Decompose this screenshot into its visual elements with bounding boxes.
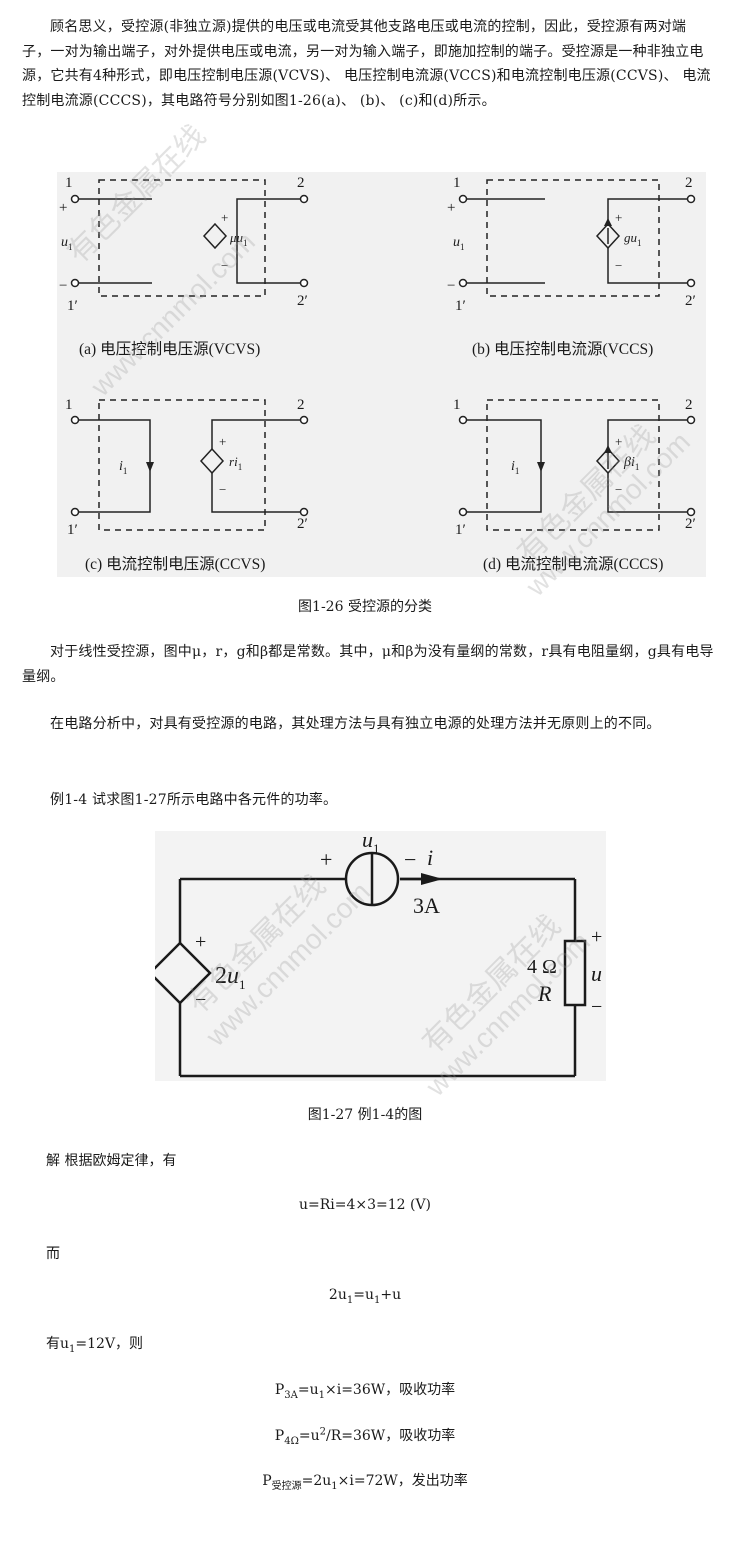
svg-text:−: − — [59, 278, 67, 294]
svg-text:−: − — [447, 278, 455, 294]
equation-power-3a: P3A=u1×i=36W，吸收功率 — [274, 1382, 456, 1401]
dependent-voltage-source-icon — [148, 941, 212, 1005]
svg-text:1: 1 — [65, 175, 73, 191]
solution-intro: 解 根据欧姆定律，有 — [46, 1153, 177, 1169]
svg-text:ri1: ri1 — [229, 454, 242, 472]
svg-text:3A: 3A — [413, 893, 440, 918]
paragraph-constants: 对于线性受控源，图中μ，r，g和β都是常数。其中，μ和β为没有量纲的常数，r具有… — [22, 644, 714, 685]
svg-text:−: − — [591, 996, 602, 1018]
svg-text:1: 1 — [453, 175, 461, 191]
svg-text:2′: 2′ — [297, 293, 308, 309]
figure-1-27-caption: 图1-27 例1-4的图 — [307, 1107, 423, 1123]
svg-text:1′: 1′ — [67, 522, 78, 538]
figure-1-27-svg: u1 + − i 3A + − 2u1 4 Ω R + u − — [148, 827, 602, 1078]
svg-text:2: 2 — [297, 175, 305, 191]
current-arrow-icon — [421, 873, 443, 885]
svg-text:gu1: gu1 — [624, 230, 642, 248]
svg-text:−: − — [219, 482, 226, 497]
svg-text:+: + — [591, 926, 602, 948]
resistor-icon — [563, 939, 587, 1007]
dependent-voltage-source-icon — [199, 447, 225, 475]
figure-1-26-caption: 图1-26 受控源的分类 — [298, 599, 432, 615]
svg-text:u1: u1 — [61, 235, 73, 252]
svg-text:2′: 2′ — [685, 293, 696, 309]
cccs-diagram — [458, 399, 696, 531]
svg-text:i: i — [427, 845, 433, 870]
vccs-caption: (b) 电压控制电流源(VCCS) — [472, 340, 653, 358]
svg-text:2: 2 — [685, 397, 693, 413]
svg-text:1: 1 — [65, 397, 73, 413]
svg-text:u1: u1 — [362, 831, 380, 856]
ccvs-caption: (c) 电流控制电压源(CCVS) — [85, 555, 265, 573]
svg-text:1′: 1′ — [455, 522, 466, 538]
paragraph-method: 在电路分析中，对具有受控源的电路，其处理方法与具有独立电源的处理方法并无原则上的… — [50, 716, 661, 732]
svg-text:i1: i1 — [119, 459, 127, 476]
svg-text:+: + — [219, 434, 226, 449]
svg-text:2′: 2′ — [685, 516, 696, 532]
figure-1-26-svg: 1 + − 1′ u1 2 2′ + − μu1 (a) 电压控制电压源(VCV… — [59, 175, 696, 573]
solution-and: 而 — [46, 1246, 60, 1262]
svg-text:−: − — [615, 258, 622, 273]
svg-text:2: 2 — [297, 397, 305, 413]
svg-text:1′: 1′ — [455, 298, 466, 314]
svg-text:u: u — [591, 961, 602, 986]
svg-text:1′: 1′ — [67, 298, 78, 314]
equation-ohm: u=Ri=4×3=12 (V) — [298, 1197, 432, 1213]
dependent-voltage-source-icon — [202, 222, 228, 250]
svg-text:+: + — [59, 200, 67, 216]
figure-1-26: 1 + − 1′ u1 2 2′ + − μu1 (a) 电压控制电压源(VCV… — [57, 172, 706, 577]
svg-text:−: − — [615, 482, 622, 497]
svg-text:2u1: 2u1 — [215, 963, 246, 992]
example-1-4: 例1-4 试求图1-27所示电路中各元件的功率。 — [50, 792, 338, 808]
cccs-caption: (d) 电流控制电流源(CCCS) — [483, 555, 663, 573]
figure-1-27: u1 + − i 3A + − 2u1 4 Ω R + u − — [148, 827, 606, 1081]
svg-text:−: − — [195, 989, 206, 1011]
svg-text:+: + — [221, 210, 228, 225]
svg-text:u1: u1 — [453, 235, 465, 252]
svg-text:μu1: μu1 — [229, 230, 248, 248]
vcvs-diagram — [70, 179, 309, 297]
svg-text:βi1: βi1 — [623, 455, 639, 472]
svg-text:1: 1 — [453, 397, 461, 413]
svg-text:+: + — [195, 931, 206, 953]
equation-power-dependent: P受控源=2u1×i=72W，发出功率 — [262, 1473, 468, 1492]
svg-text:4 Ω: 4 Ω — [527, 956, 557, 978]
solution-have: 有u1=12V，则 — [46, 1336, 144, 1355]
equation-kvl: 2u1=u1+u — [328, 1287, 402, 1306]
svg-text:+: + — [615, 434, 622, 449]
svg-text:+: + — [447, 200, 455, 216]
svg-text:2′: 2′ — [297, 516, 308, 532]
svg-text:+: + — [320, 847, 332, 872]
svg-text:−: − — [404, 847, 416, 872]
svg-text:i1: i1 — [511, 459, 519, 476]
vccs-diagram — [458, 179, 696, 297]
svg-text:−: − — [221, 258, 228, 273]
equation-power-resistor: P4Ω=u2/R=36W，吸收功率 — [274, 1426, 456, 1447]
intro-paragraph: 顾名思义，受控源(非独立源)提供的电压或电流受其他支路电压或电流的控制，因此，受… — [22, 19, 711, 109]
svg-text:R: R — [537, 981, 552, 1006]
ccvs-diagram — [70, 399, 309, 531]
vcvs-caption: (a) 电压控制电压源(VCVS) — [79, 340, 260, 358]
svg-text:+: + — [615, 210, 622, 225]
svg-text:2: 2 — [685, 175, 693, 191]
